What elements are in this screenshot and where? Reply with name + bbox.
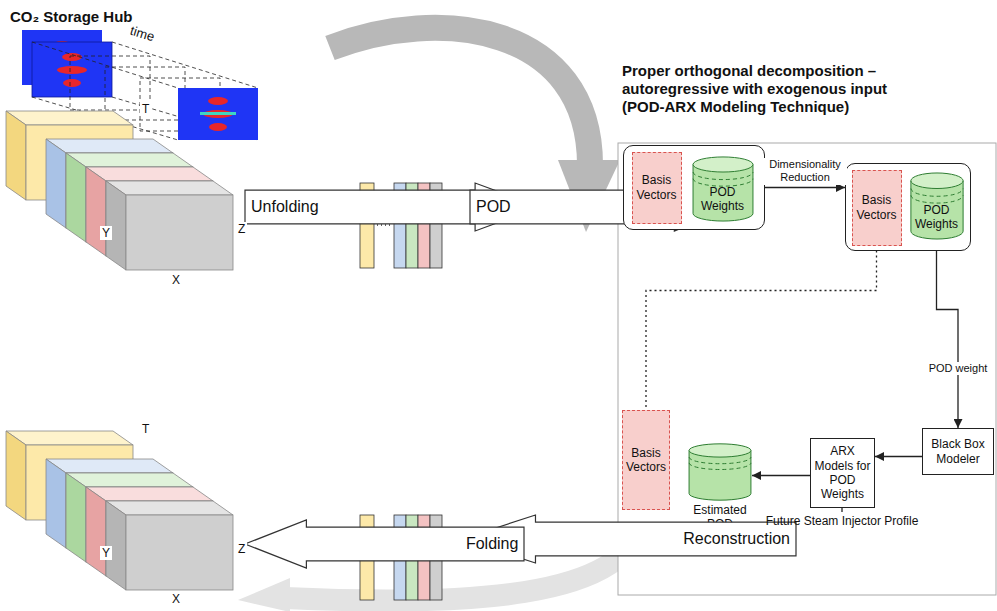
node-text: ARX Models for POD Weights bbox=[814, 444, 871, 502]
axis-label: Y bbox=[100, 546, 112, 560]
connector bbox=[875, 456, 922, 457]
basis-vectors-box: Basis Vectors bbox=[632, 152, 682, 224]
group-box: Basis Vectors POD Weights bbox=[623, 145, 765, 230]
node-text: Basis Vectors bbox=[855, 193, 899, 222]
axis-label: Z bbox=[236, 222, 247, 236]
axis-label: X bbox=[170, 273, 182, 287]
edge-label: Dimensionality Reduction bbox=[763, 158, 847, 184]
group-box: Basis Vectors POD Weights bbox=[845, 163, 971, 251]
node-text: Basis Vectors bbox=[625, 446, 667, 475]
axis-label: T bbox=[140, 422, 151, 436]
axis-label: T bbox=[140, 102, 151, 116]
node-text: Folding bbox=[464, 534, 520, 553]
weights-cylinder: POD Weights bbox=[910, 172, 964, 240]
block-arrow: Folding bbox=[245, 520, 524, 568]
process-box: Black Box Modeler bbox=[922, 428, 994, 475]
section-title: Proper orthogonal decomposition – autore… bbox=[622, 62, 932, 116]
node-text: Black Box Modeler bbox=[926, 437, 990, 466]
edge-label: POD weight bbox=[927, 362, 990, 375]
node-text: POD Weights bbox=[695, 185, 751, 214]
input-label: Future Steam Injector Profile bbox=[752, 514, 932, 528]
cylinder-shape bbox=[688, 443, 752, 501]
axis-label: time bbox=[128, 23, 156, 45]
section-title: CO₂ Storage Hub bbox=[10, 8, 133, 26]
weights-cylinder: POD Weights bbox=[692, 156, 754, 222]
node-text: POD Weights bbox=[913, 203, 961, 232]
basis-vectors-box: Basis Vectors bbox=[622, 410, 670, 510]
node-text: Basis Vectors bbox=[635, 173, 679, 202]
node-text: Unfolding bbox=[249, 197, 321, 216]
connector bbox=[765, 187, 845, 188]
basis-vectors-box: Basis Vectors bbox=[852, 170, 902, 246]
axis-label: X bbox=[170, 592, 182, 606]
node-text: Reconstruction bbox=[681, 529, 792, 548]
node-text: POD bbox=[474, 197, 513, 216]
axis-label: Z bbox=[236, 542, 247, 556]
connector bbox=[937, 240, 959, 429]
connector bbox=[752, 475, 810, 476]
axis-label: Y bbox=[100, 226, 112, 240]
connector bbox=[646, 246, 877, 411]
process-box: ARX Models for POD Weights bbox=[810, 438, 875, 508]
